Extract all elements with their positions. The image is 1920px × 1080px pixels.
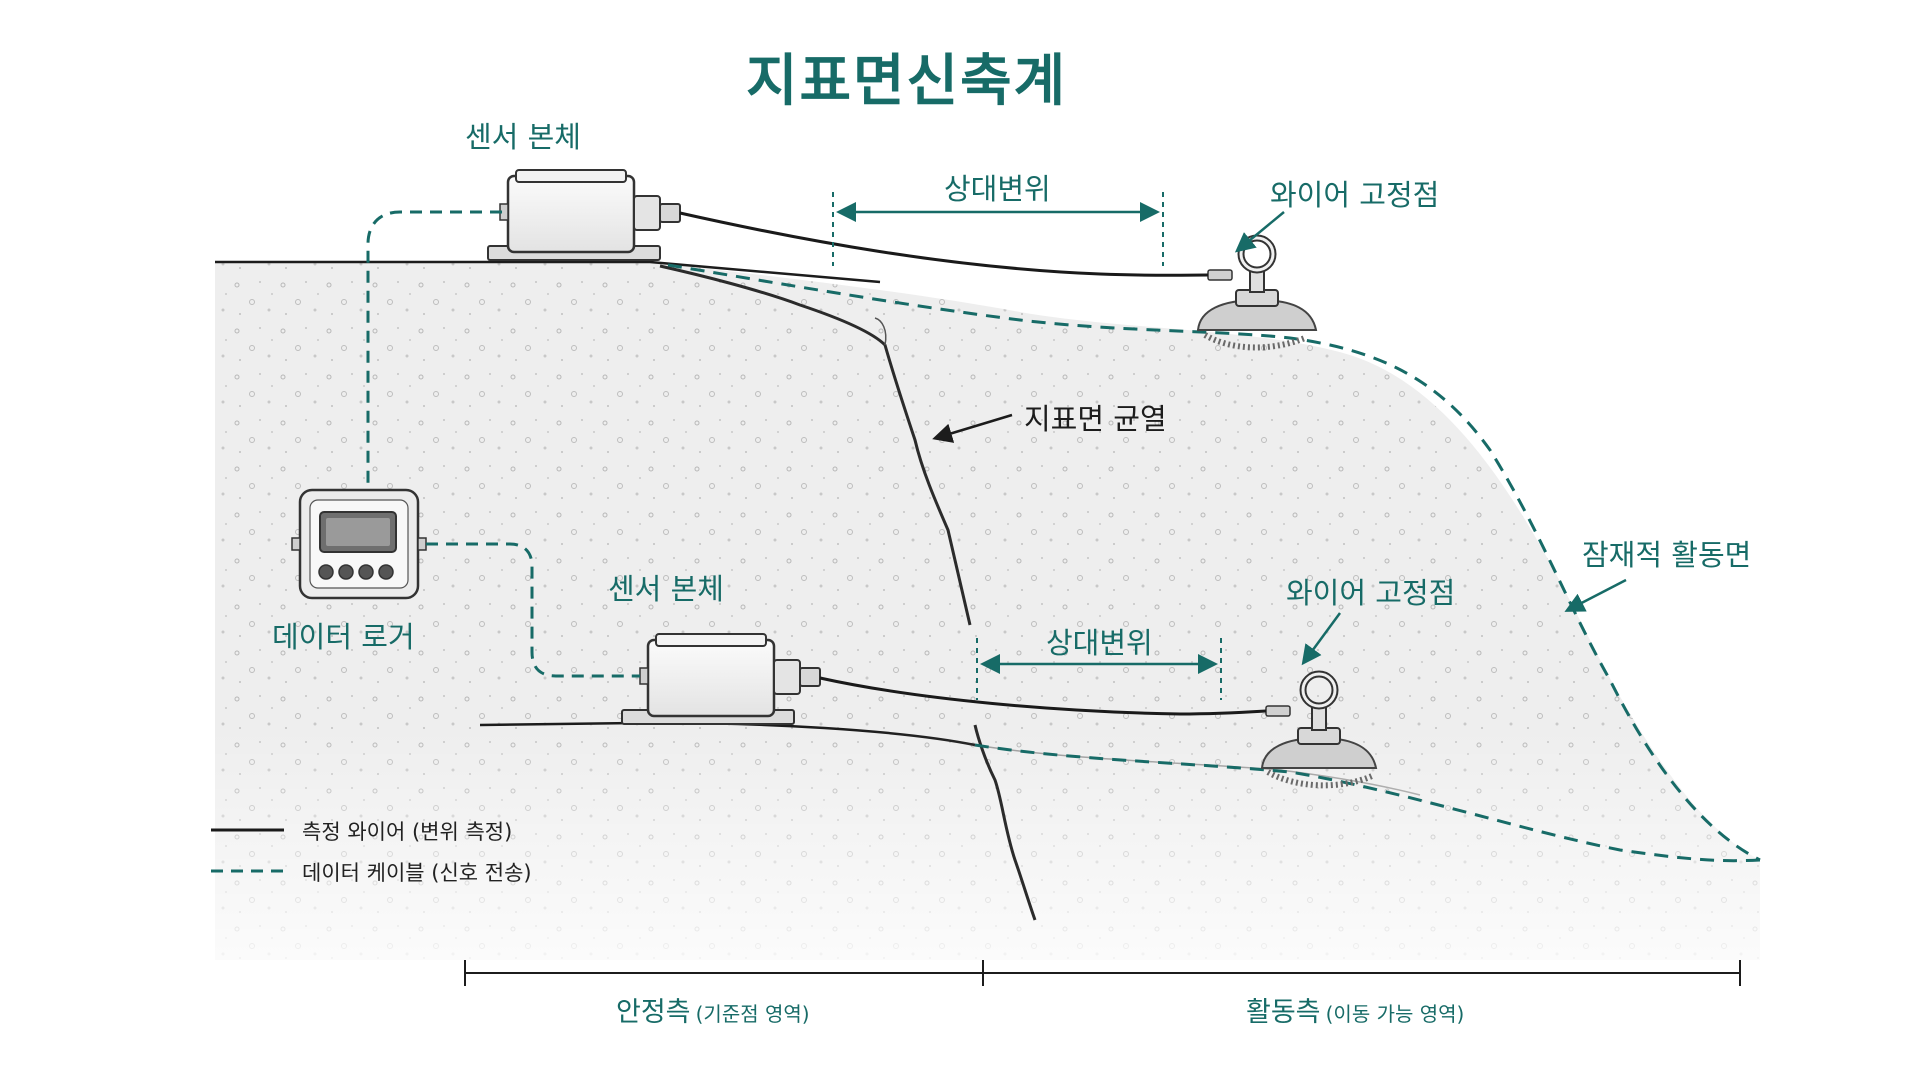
- eye-bolt-anchor-icon-lower: [1260, 670, 1378, 789]
- legend-wire-text: 측정 와이어 (변위 측정): [302, 820, 513, 844]
- anchor-lower-pointer: [1301, 612, 1342, 666]
- data-cable-lower: [426, 542, 640, 678]
- slip-surface-pointer: [1564, 578, 1627, 612]
- displacement-indicator-lower: [976, 638, 1222, 700]
- anchor-upper-pointer: [1234, 211, 1285, 253]
- crack-pointer: [932, 413, 1013, 443]
- surface-crack-upper: [659, 264, 972, 626]
- displacement-lower-label: 상대변위: [1046, 626, 1153, 660]
- displacement-indicator-upper: [832, 192, 1164, 266]
- anchor-lower-label: 와이어 고정점: [1286, 576, 1456, 610]
- surface-crack-lower: [973, 724, 1037, 921]
- displacement-upper-label: 상대변위: [944, 172, 1051, 206]
- slip-surface-label: 잠재적 활동면: [1582, 538, 1752, 572]
- data-logger-icon: [291, 488, 427, 600]
- zone-scale-bar: [464, 960, 1741, 986]
- slip-surface-line: [667, 263, 1761, 862]
- sensor-box-icon-upper: [487, 169, 681, 261]
- zone-stable: 안정측 (기준점 영역): [616, 990, 810, 1029]
- page-title: 지표면신축계: [746, 49, 1068, 114]
- sensor-upper-label: 센서 본체: [465, 120, 581, 154]
- zone-active-label: 활동측: [1246, 997, 1321, 1028]
- zone-stable-label: 안정측: [616, 997, 691, 1028]
- zone-active: 활동측 (이동 가능 영역): [1246, 990, 1464, 1029]
- data-logger-label: 데이터 로거: [272, 620, 415, 654]
- legend-cable-text: 데이터 케이블 (신호 전송): [302, 861, 532, 885]
- sensor-box-icon-lower: [621, 633, 821, 725]
- crack-label: 지표면 균열: [1024, 402, 1167, 436]
- data-cable-upper: [366, 210, 502, 488]
- zone-active-sub: (이동 가능 영역): [1325, 1002, 1465, 1026]
- anchor-upper-label: 와이어 고정점: [1270, 178, 1440, 212]
- measuring-wire-lower: [819, 676, 1267, 716]
- sensor-lower-label: 센서 본체: [608, 572, 724, 606]
- eye-bolt-anchor-icon-upper: [1196, 234, 1318, 351]
- zone-stable-sub: (기준점 영역): [695, 1002, 810, 1026]
- measuring-wire-upper: [679, 211, 1209, 277]
